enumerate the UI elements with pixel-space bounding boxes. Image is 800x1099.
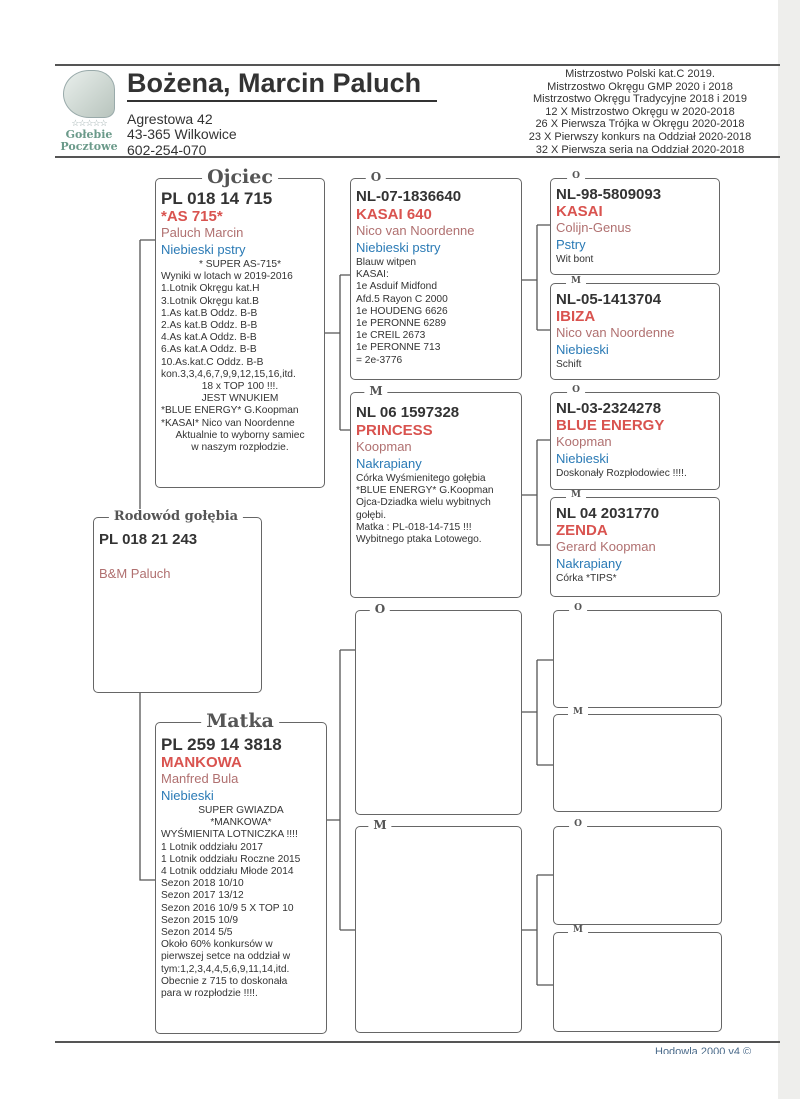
great-grandparent-card[interactable]: NL 04 2031770 ZENDA Gerard Koopman Nakra…	[550, 497, 720, 597]
great-grandparent-card[interactable]	[553, 826, 722, 925]
notes: Córka *TIPS*	[556, 573, 617, 584]
scan-margin	[778, 0, 800, 1099]
pigeon-color: Pstry	[556, 237, 586, 252]
breeder-name: Paluch Marcin	[161, 225, 244, 240]
footer-software-credit: Hodowla 2000 v4 ©	[655, 1046, 752, 1054]
notes: Wit bont	[556, 254, 594, 265]
notes-heading: * SUPER AS-715*	[198, 259, 282, 270]
pigeon-color: Nakrapiany	[356, 456, 422, 471]
pigeon-head-icon	[63, 70, 115, 118]
sire-label: O	[569, 819, 587, 829]
mother-card[interactable]: PL 259 14 3818 MANKOWA Manfred Bula Nieb…	[155, 722, 327, 1034]
breeder-name: Gerard Koopman	[556, 539, 656, 554]
notes-heading: SUPER GWIAZDA *MANKOWA*	[198, 805, 284, 829]
achievement: 23 X Pierwszy konkurs na Oddział 2020-20…	[528, 130, 752, 143]
notes: Córka Wyśmienitego gołębia *BLUE ENERGY*…	[356, 473, 494, 546]
achievement: Mistrzostwo Polski kat.C 2019.	[565, 68, 715, 80]
pigeon-name: BLUE ENERGY	[556, 417, 665, 434]
dam-label: M	[368, 818, 392, 832]
pigeon-name: ZENDA	[556, 522, 608, 539]
pigeon-name: *AS 715*	[161, 208, 223, 225]
granddam-paternal-card[interactable]: NL 06 1597328 PRINCESS Koopman Nakrapian…	[350, 392, 522, 598]
breeder-name: B&M Paluch	[99, 566, 171, 581]
ring-number: PL 018 21 243	[99, 531, 198, 548]
great-grandparent-card[interactable]: NL-05-1413704 IBIZA Nico van Noordenne N…	[550, 283, 720, 380]
ring-number: NL 06 1597328	[356, 404, 460, 421]
ring-number: NL-98-5809093	[556, 186, 662, 203]
phone: 602-254-070	[127, 142, 207, 158]
pigeon-name: MANKOWA	[161, 754, 242, 771]
notes: Aktualnie to wyborny samiec w naszym roz…	[175, 429, 305, 454]
ring-number: NL-07-1836640	[356, 188, 462, 205]
achievement: Mistrzostwo Okręgu GMP 2020 i 2018	[547, 80, 733, 93]
breeder-name: Nico van Noordenne	[556, 325, 675, 340]
notes: Blauw witpen KASAI: 1e Asduif Midfond Af…	[356, 257, 448, 366]
granddam-maternal-card[interactable]	[355, 826, 522, 1033]
subject-label: Rodowód gołębia	[108, 509, 244, 524]
notes: Wyniki w lotach w 2019-2016 1.Lotnik Okr…	[161, 271, 296, 380]
address-city: 43-365 Wilkowice	[127, 126, 237, 142]
breeder-name: Manfred Bula	[161, 771, 239, 786]
breeder-name: Koopman	[556, 434, 612, 449]
great-grandparent-card[interactable]: NL-03-2324278 BLUE ENERGY Koopman Niebie…	[550, 392, 720, 490]
pigeon-name: KASAI	[556, 203, 603, 220]
pigeon-color: Niebieski	[161, 788, 214, 803]
logo-line1: Gołebie	[65, 128, 113, 141]
sire-label: O	[569, 603, 587, 613]
sire-label: O	[365, 170, 387, 184]
notes: WYŚMIENITA LOTNICZKA !!!! 1 Lotnik oddzi…	[161, 829, 301, 1000]
dam-label: M	[568, 707, 588, 717]
great-grandparent-card[interactable]	[553, 714, 722, 812]
pigeon-color: Niebieski pstry	[356, 240, 441, 255]
subject-card[interactable]: PL 018 21 243 B&M Paluch	[93, 517, 262, 693]
logo-stars: ☆☆☆☆☆	[71, 118, 107, 128]
logo-line2: Pocztowe	[60, 140, 118, 153]
notes: *BLUE ENERGY* G.Koopman *KASAI* Nico van…	[161, 405, 299, 429]
pigeon-color: Niebieski	[556, 451, 609, 466]
notes: 18 x TOP 100 !!!. JEST WNUKIEM	[201, 381, 279, 405]
dam-label: M	[566, 276, 586, 286]
pigeon-color: Nakrapiany	[556, 556, 622, 571]
father-card[interactable]: PL 018 14 715 *AS 715* Paluch Marcin Nie…	[155, 178, 325, 488]
achievements-list: Mistrzostwo Polski kat.C 2019. Mistrzost…	[505, 68, 775, 156]
pigeon-color: Niebieski pstry	[161, 242, 246, 257]
mother-label: Matka	[201, 710, 279, 732]
great-grandparent-card[interactable]	[553, 610, 722, 708]
achievement: 32 X Pierwsza seria na Oddział 2020-2018	[535, 143, 745, 156]
pigeon-color: Niebieski	[556, 342, 609, 357]
dam-label: M	[566, 490, 586, 500]
ring-number: PL 259 14 3818	[161, 735, 282, 754]
header-bottom-rule	[55, 156, 780, 158]
pigeon-name: KASAI 640	[356, 206, 432, 223]
breeder-name: Nico van Noordenne	[356, 223, 475, 238]
father-label: Ojciec	[202, 166, 278, 188]
notes: Schift	[556, 359, 582, 370]
achievement: 12 X Mistrzostwo Okręgu w 2020-2018	[545, 105, 735, 118]
ring-number: PL 018 14 715	[161, 189, 273, 208]
pigeon-name: PRINCESS	[356, 422, 433, 439]
notes: Doskonały Rozpłodowiec !!!!.	[556, 468, 687, 479]
sire-label: O	[567, 385, 585, 395]
breeder-name: Koopman	[356, 439, 412, 454]
great-grandparent-card[interactable]	[553, 932, 722, 1032]
ring-number: NL-03-2324278	[556, 400, 662, 417]
logo: ☆☆☆☆☆ Gołebie Pocztowe	[55, 70, 123, 160]
address-street: Agrestowa 42	[127, 111, 213, 127]
achievement: Mistrzostwo Okręgu Tradycyjne 2018 i 201…	[533, 93, 747, 106]
breeder-name: Colijn-Genus	[556, 220, 632, 235]
sire-label: O	[369, 602, 391, 616]
sire-label: O	[567, 171, 585, 181]
ring-number: NL 04 2031770	[556, 505, 660, 522]
breeder-title: Bożena, Marcin Paluch	[127, 68, 437, 102]
pigeon-name: IBIZA	[556, 308, 596, 325]
achievement: 26 X Pierwsza Trójka w Okręgu 2020-2018	[535, 118, 745, 131]
dam-label: M	[568, 925, 588, 935]
dam-label: M	[364, 384, 388, 398]
ring-number: NL-05-1413704	[556, 291, 662, 308]
top-rule	[55, 64, 780, 66]
grandsire-paternal-card[interactable]: NL-07-1836640 KASAI 640 Nico van Noorden…	[350, 178, 522, 380]
great-grandparent-card[interactable]: NL-98-5809093 KASAI Colijn-Genus Pstry W…	[550, 178, 720, 275]
bottom-rule	[55, 1041, 780, 1043]
grandsire-maternal-card[interactable]	[355, 610, 522, 815]
